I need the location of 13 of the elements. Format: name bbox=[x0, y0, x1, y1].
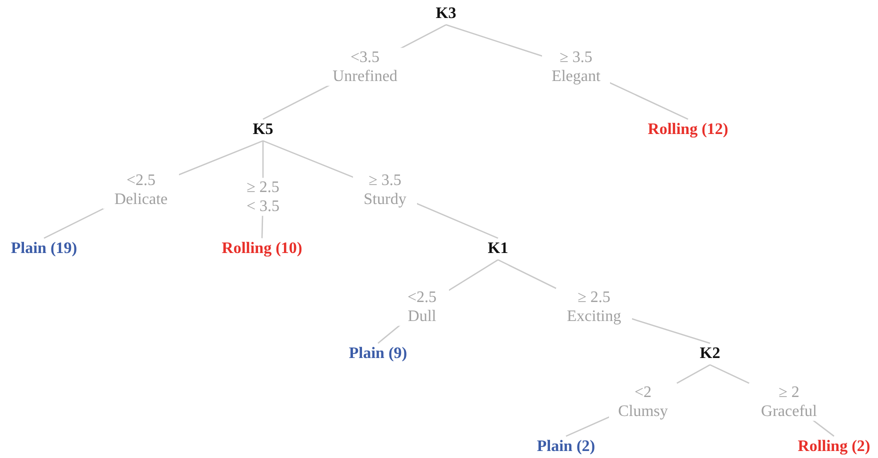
leaf-label: Rolling (10) bbox=[222, 240, 302, 258]
leaf-label: Rolling (2) bbox=[798, 438, 870, 456]
split-node-label: K5 bbox=[252, 121, 274, 139]
split-node-label: K1 bbox=[488, 240, 508, 258]
edge-label: <2.5 Dull bbox=[395, 288, 449, 326]
leaf-label: Plain (9) bbox=[348, 345, 408, 363]
leaf-label: Rolling (12) bbox=[648, 121, 728, 139]
split-node-label: K2 bbox=[700, 345, 720, 363]
edge-label: ≥ 2.5 Exciting bbox=[556, 288, 632, 326]
leaf-label: Plain (2) bbox=[536, 438, 596, 456]
leaf-label: Plain (19) bbox=[10, 240, 78, 258]
split-node-label: K3 bbox=[436, 5, 456, 23]
edge-label: <2 Clumsy bbox=[609, 382, 677, 422]
